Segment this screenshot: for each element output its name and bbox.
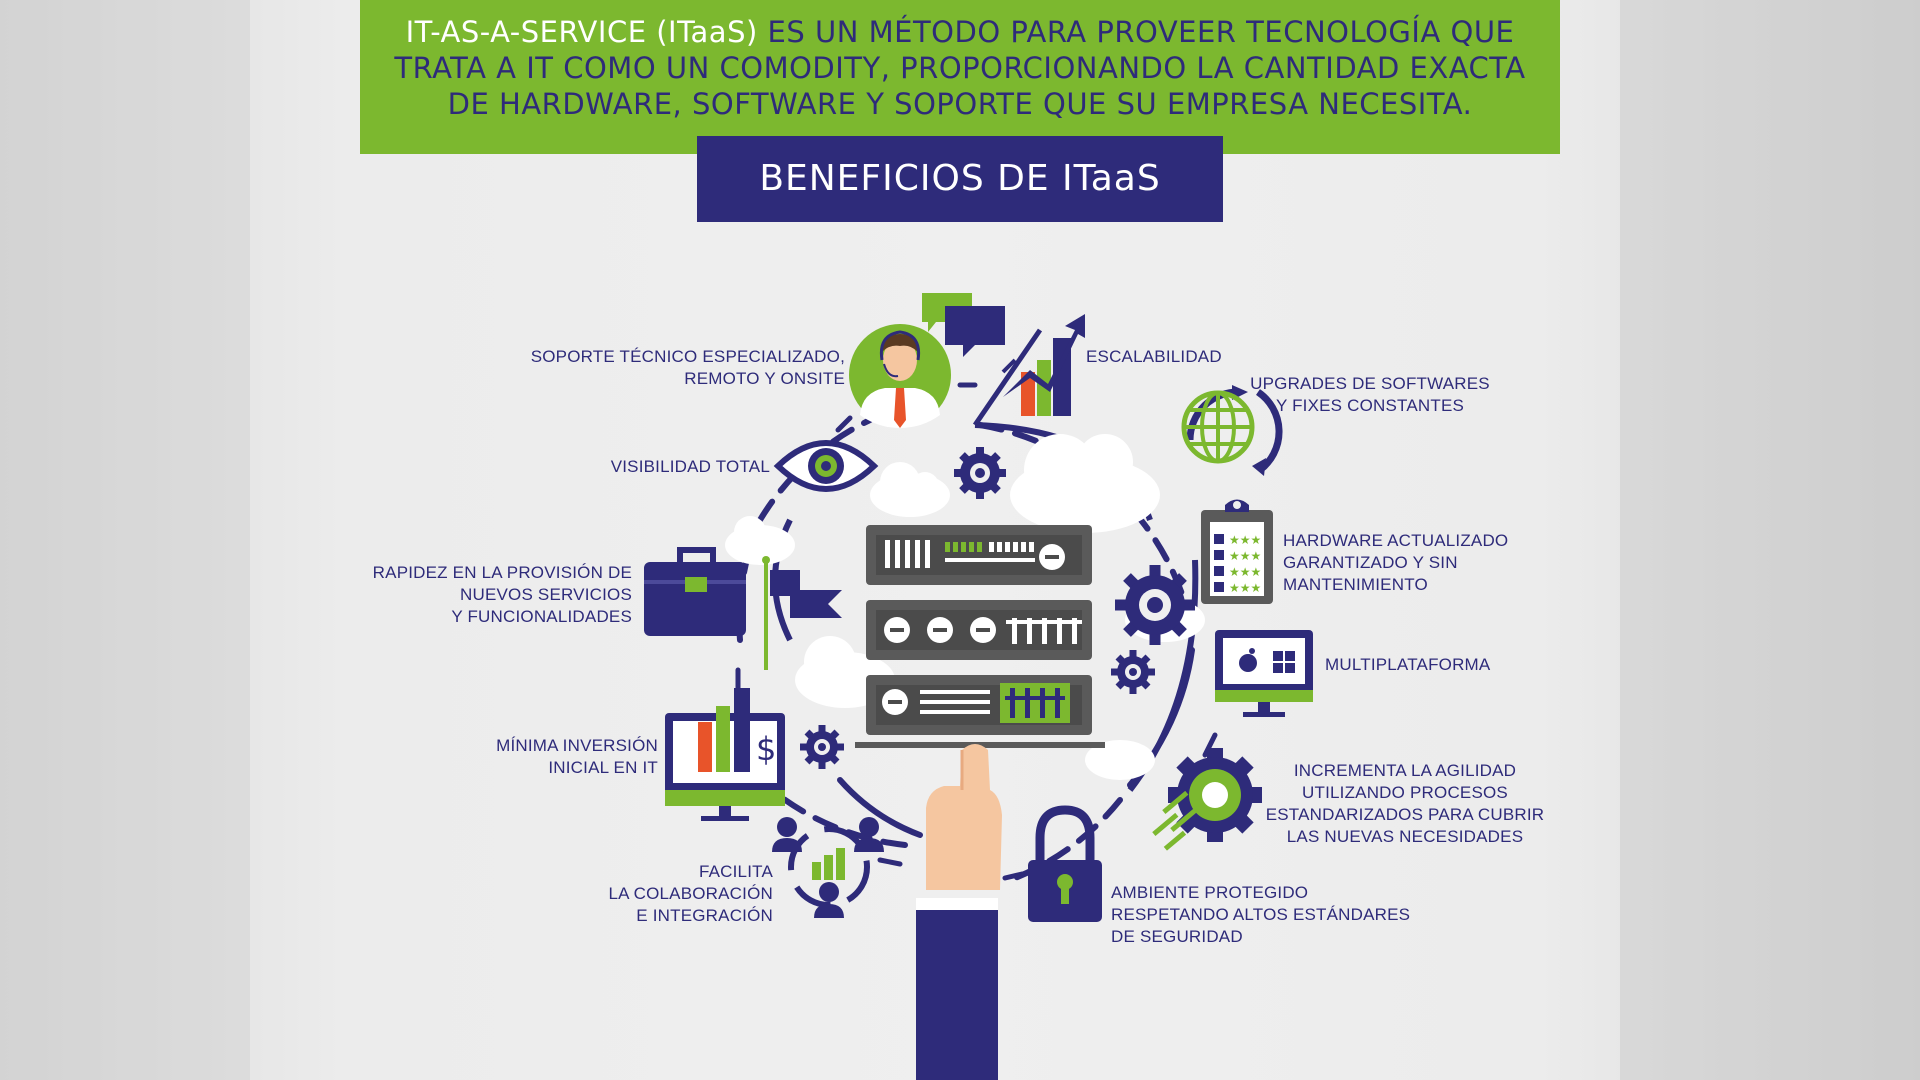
label-line: SOPORTE TÉCNICO ESPECIALIZADO, — [530, 347, 845, 366]
label-line: Y FIXES CONSTANTES — [1275, 396, 1465, 415]
label-line: LA COLABORACIÓN — [608, 884, 773, 903]
gear-icon — [954, 447, 1006, 499]
benefits-title: BENEFICIOS DE ITaaS — [697, 136, 1223, 222]
label-escalabilidad: ESCALABILIDAD — [1086, 346, 1286, 368]
label-colaboracion: FACILITA LA COLABORACIÓN E INTEGRACIÓN — [560, 861, 773, 927]
label-line: LAS NUEVAS NECESIDADES — [1286, 827, 1524, 846]
clipboard-checklist-icon: ★★★ ★★★ ★★★ ★★★ — [1201, 499, 1273, 604]
label-line: MANTENIMIENTO — [1283, 575, 1428, 594]
label-line: MÍNIMA INVERSIÓN — [496, 736, 658, 755]
label-rapidez: RAPIDEZ EN LA PROVISIÓN DE NUEVOS SERVIC… — [340, 562, 632, 628]
label-upgrades: UPGRADES DE SOFTWARES Y FIXES CONSTANTES — [1250, 373, 1490, 417]
gear-icon — [800, 725, 844, 769]
label-line: UPGRADES DE SOFTWARES — [1250, 374, 1490, 393]
label-line: FACILITA — [698, 862, 773, 881]
monitor-os-icon — [1215, 630, 1313, 717]
label-inversion: MÍNIMA INVERSIÓN INICIAL EN IT — [458, 735, 658, 779]
label-line: HARDWARE ACTUALIZADO — [1283, 531, 1509, 550]
background-stripe — [1620, 0, 1920, 1080]
server-rack-icon — [855, 525, 1105, 748]
monitor-chart-icon: $ — [665, 688, 785, 821]
eye-icon — [773, 440, 879, 492]
header-line-1: IT-AS-A-SERVICE (ITaaS) ES UN MÉTODO PAR… — [360, 14, 1560, 50]
label-line: RESPETANDO ALTOS ESTÁNDARES — [1111, 905, 1411, 924]
svg-text:★★★: ★★★ — [1229, 533, 1261, 547]
label-line: RAPIDEZ EN LA PROVISIÓN DE — [372, 563, 632, 582]
label-soporte: SOPORTE TÉCNICO ESPECIALIZADO, REMOTO Y … — [520, 346, 845, 390]
briefcase-icon — [644, 547, 746, 636]
gear-icon — [1111, 650, 1155, 694]
hand-pointer-icon — [916, 744, 1002, 1080]
label-line: VISIBILIDAD TOTAL — [610, 457, 770, 476]
label-visibilidad: VISIBILIDAD TOTAL — [560, 456, 770, 478]
flag-icon — [762, 556, 842, 670]
label-hardware: HARDWARE ACTUALIZADO GARANTIZADO Y SIN M… — [1283, 530, 1533, 596]
label-line: NUEVOS SERVICIOS — [460, 585, 632, 604]
support-agent-icon — [849, 324, 951, 428]
globe-refresh-icon — [1181, 385, 1283, 476]
svg-text:★★★: ★★★ — [1229, 549, 1261, 563]
label-line: DE SEGURIDAD — [1111, 927, 1243, 946]
team-icon — [772, 817, 884, 918]
cloud-icon — [725, 434, 1205, 780]
label-multiplataforma: MULTIPLATAFORMA — [1325, 654, 1545, 676]
label-line: Y FUNCIONALIDADES — [451, 607, 632, 626]
label-line: UTILIZANDO PROCESOS — [1302, 783, 1508, 802]
svg-text:★★★: ★★★ — [1229, 565, 1261, 579]
header-line-3: DE HARDWARE, SOFTWARE Y SOPORTE QUE SU E… — [447, 87, 1473, 121]
label-line: REMOTO Y ONSITE — [684, 369, 845, 388]
label-line: MULTIPLATAFORMA — [1325, 655, 1491, 674]
label-line: GARANTIZADO Y SIN — [1283, 553, 1458, 572]
chat-bubbles-icon — [922, 293, 1005, 357]
growth-chart-icon — [972, 314, 1085, 427]
svg-text:★★★: ★★★ — [1229, 581, 1261, 595]
svg-text:$: $ — [756, 730, 776, 768]
label-line: AMBIENTE PROTEGIDO — [1111, 883, 1309, 902]
padlock-icon — [1028, 805, 1102, 922]
gear-speed-icon — [1152, 748, 1262, 851]
label-line: E INTEGRACIÓN — [636, 906, 773, 925]
header-highlight: IT-AS-A-SERVICE (ITaaS) — [405, 15, 758, 49]
label-line: INCREMENTA LA AGILIDAD — [1293, 761, 1517, 780]
label-line: ESCALABILIDAD — [1086, 347, 1222, 366]
label-line: ESTANDARIZADOS PARA CUBRIR — [1265, 805, 1545, 824]
header-banner: IT-AS-A-SERVICE (ITaaS) ES UN MÉTODO PAR… — [360, 0, 1560, 154]
background-stripe — [0, 0, 250, 1080]
header-line-1-rest: ES UN MÉTODO PARA PROVEER TECNOLOGÍA QUE — [757, 15, 1515, 49]
label-agilidad: INCREMENTA LA AGILIDAD UTILIZANDO PROCES… — [1260, 760, 1550, 848]
label-line: INICIAL EN IT — [548, 758, 658, 777]
label-seguridad: AMBIENTE PROTEGIDO RESPETANDO ALTOS ESTÁ… — [1111, 882, 1411, 948]
gear-icon — [1115, 565, 1195, 645]
header-line-2: TRATA A IT COMO UN COMODITY, PROPORCIONA… — [394, 51, 1526, 85]
